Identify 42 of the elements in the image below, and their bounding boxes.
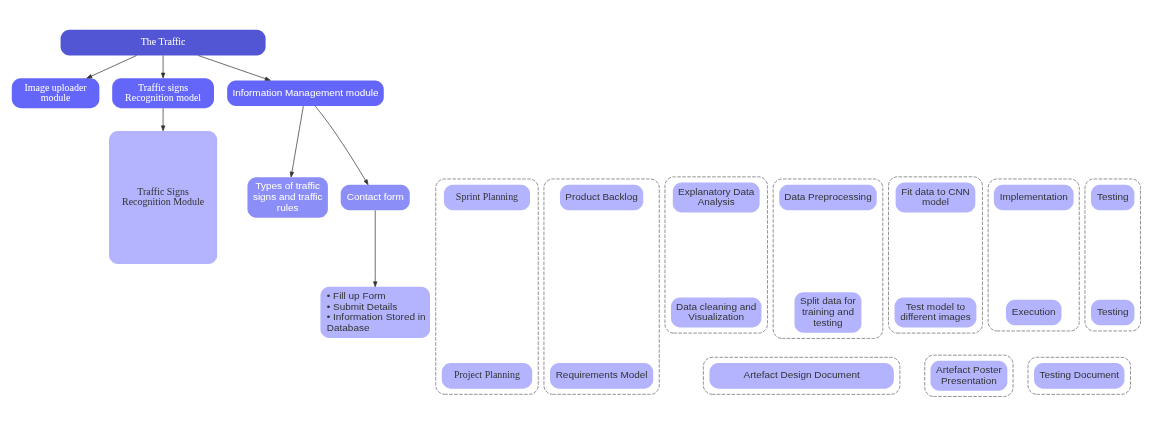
cluster: [888, 176, 983, 334]
node-box: Product Backlog: [559, 184, 644, 211]
node-box: Testing: [1091, 184, 1135, 211]
node-box: Image uploader module: [11, 78, 100, 109]
arrow: [314, 105, 369, 185]
node-box: Artefact Poster Presentation: [930, 360, 1008, 391]
node-box: Requirements Model: [550, 363, 654, 389]
node-box: Sprint Planning: [443, 184, 531, 211]
arrow: [373, 210, 378, 288]
node-box: Explanatory Data Analysis: [672, 182, 760, 213]
cluster: [1027, 356, 1131, 395]
arrow: [86, 55, 137, 79]
node-box: The Traffic: [60, 29, 266, 56]
node-box: Test model to different images: [894, 297, 977, 328]
cluster: [987, 178, 1080, 332]
node-box: Traffic signs Recognition model: [112, 78, 214, 109]
node-box: Contact form: [340, 184, 410, 211]
node-box: Implementation: [993, 184, 1074, 211]
node-box: Data Preprocessing: [779, 184, 877, 211]
node-box: Information Management module: [227, 80, 384, 106]
arrow: [161, 107, 166, 132]
node-box: Execution: [1005, 299, 1062, 326]
cluster: [664, 176, 768, 334]
arrow: [289, 105, 304, 178]
cluster: [924, 354, 1014, 397]
cluster: [435, 178, 539, 395]
node-box: Testing Document: [1034, 363, 1125, 389]
arrow: [161, 55, 166, 79]
node-box: Artefact Design Document: [709, 363, 894, 389]
arrow: [197, 55, 271, 81]
node-box: Split data for training and testing: [794, 292, 862, 333]
node-box: Types of traffic signs and traffic rules: [247, 177, 328, 218]
cluster: [543, 178, 660, 395]
node-box: Fit data to CNN model: [895, 182, 976, 213]
cluster: [703, 356, 901, 395]
node-box: Testing: [1091, 299, 1135, 326]
node-box: Traffic Signs Recognition Module: [109, 130, 218, 265]
node-box: Data cleaning and Visualization: [671, 297, 762, 328]
node-box: Project Planning: [441, 363, 533, 389]
cluster: [772, 178, 884, 339]
cluster: [1084, 178, 1141, 332]
node-box: • Fill up Form • Submit Details • Information Stored in Database: [320, 286, 431, 339]
